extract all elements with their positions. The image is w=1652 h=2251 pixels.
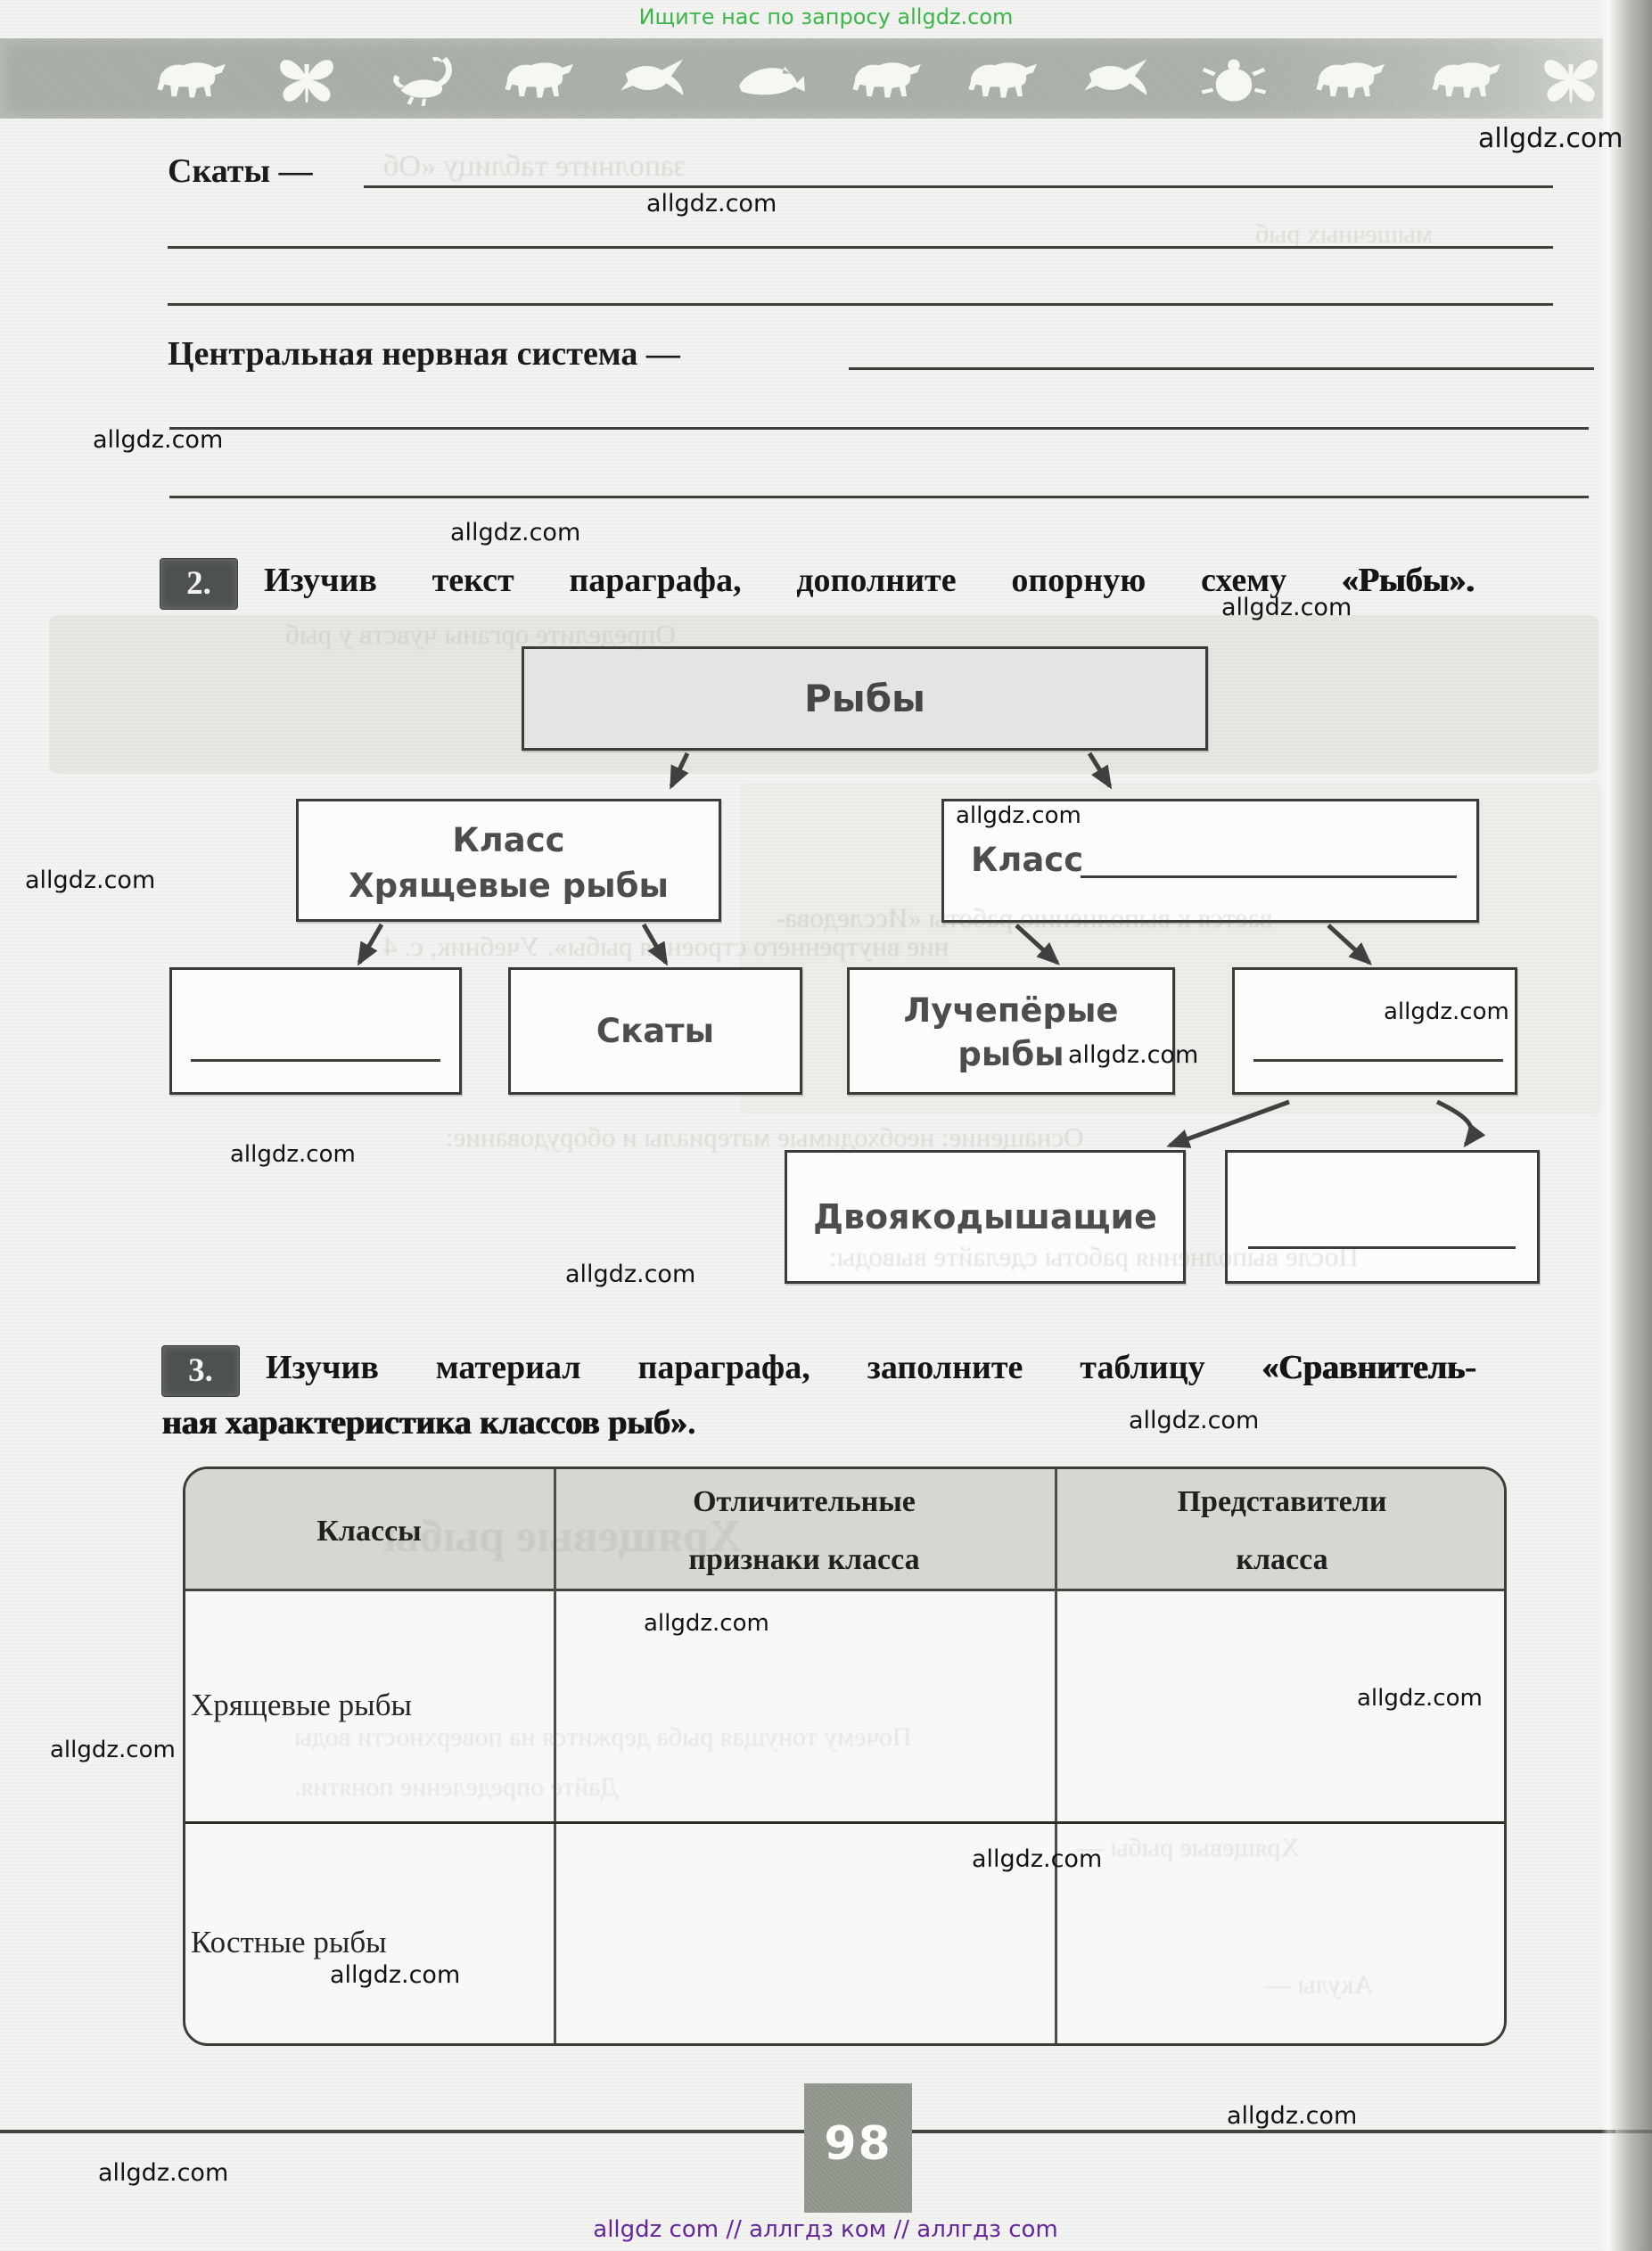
table-header-representatives-line2: класса — [1236, 1543, 1328, 1576]
answer-blank-line — [1248, 1246, 1516, 1249]
bleed-through-text: заполните таблицу «Об — [383, 150, 686, 183]
watermark-allgdz: allgdz.com — [25, 867, 156, 894]
task3-text-line2: ная характеристика классов рыб». — [162, 1403, 1054, 1442]
watermark-allgdz: allgdz.com — [1384, 998, 1509, 1025]
watermark-allgdz: allgdz.com — [1227, 2102, 1358, 2130]
schema-skaty-box: Скаты — [508, 967, 802, 1095]
answer-blank-line — [364, 185, 1553, 188]
table-header-row — [185, 1469, 1504, 1591]
schema-class-cartilaginous-line1: Класс — [452, 821, 565, 859]
animal-silhouette-band — [0, 38, 1603, 119]
footer-rule-edge — [1615, 2130, 1652, 2133]
schema-rayfinned-line2: рыбы — [958, 1034, 1064, 1073]
task3-text-line1: Изучив материал параграфа, заполните таб… — [266, 1348, 1476, 1387]
task2-number-badge: 2. — [160, 559, 237, 609]
watermark-allgdz: allgdz.com — [98, 2159, 229, 2187]
ibex-icon — [1427, 49, 1504, 108]
watermark-allgdz: allgdz.com — [646, 190, 777, 218]
task3-line2-bold: ная характеристика классов рыб» — [162, 1404, 688, 1442]
schema-empty-box-bottom — [1225, 1150, 1540, 1284]
watermark-allgdz: allgdz.com — [1129, 1407, 1260, 1434]
watermark-allgdz: allgdz.com — [450, 519, 581, 546]
task2-text-normal: Изучив текст параграфа, дополните опорну… — [264, 562, 1342, 599]
schema-class-cartilaginous-box: Класс Хрящевые рыбы — [296, 799, 721, 922]
beetle-icon — [1196, 49, 1272, 108]
task3-line2-tail: . — [687, 1404, 696, 1442]
definition-skaty-label: Скаты — — [168, 152, 313, 190]
answer-blank-line — [169, 427, 1589, 430]
answer-blank-line — [168, 246, 1553, 249]
page-edge-shadow — [1601, 0, 1652, 2251]
schema-lungfish-label: Двоякодышащие — [813, 1197, 1157, 1236]
watermark-allgdz: allgdz.com — [1068, 1041, 1199, 1069]
schema-empty-box-right — [1232, 967, 1517, 1095]
schema-class-cartilaginous-line2: Хрящевые рыбы — [349, 867, 669, 905]
task2-text: Изучив текст параграфа, дополните опорну… — [264, 561, 1475, 600]
answer-blank-line — [191, 1059, 440, 1062]
swallow-icon — [616, 49, 693, 108]
table-header-distinctive-line1: Отличительные — [693, 1485, 916, 1518]
promo-search-text: Ищите нас по запросу allgdz.com — [638, 4, 1014, 29]
butterfly-icon — [268, 49, 345, 108]
comparison-table: Классы Отличительные признаки класса Пре… — [183, 1466, 1507, 2046]
answer-blank-line — [168, 303, 1553, 306]
answer-blank-line — [1081, 875, 1457, 878]
deer-icon — [964, 49, 1040, 108]
schema-skaty-label: Скаты — [596, 1012, 715, 1050]
horse-icon — [500, 49, 577, 108]
schema-root-label: Рыбы — [803, 677, 926, 720]
watermark-allgdz: allgdz.com — [956, 802, 1081, 829]
watermark-allgdz: allgdz.com — [1221, 594, 1352, 621]
boar-icon — [1311, 49, 1388, 108]
fish-icon — [732, 49, 809, 108]
schema-empty-box-left — [169, 967, 462, 1095]
watermark-allgdz: allgdz.com — [330, 1961, 461, 1989]
schema-class-blank-box: Класс — [941, 799, 1479, 923]
task3-line1-bold: «Сравнитель- — [1262, 1349, 1477, 1386]
page-number: 98 — [824, 2116, 892, 2171]
table-row-bony-label: Костные рыбы — [191, 1925, 387, 1959]
watermark-allgdz: allgdz.com — [1478, 123, 1623, 154]
answer-blank-line — [169, 496, 1589, 498]
schema-lungfish-box: Двоякодышащие — [785, 1150, 1186, 1284]
crane-icon — [1080, 49, 1156, 108]
watermark-allgdz: allgdz.com — [93, 426, 224, 454]
bison-icon — [152, 49, 229, 108]
table-row-cartilaginous-label: Хрящевые рыбы — [191, 1688, 413, 1722]
definition-cns-label: Центральная нервная система — — [168, 335, 680, 373]
moth-icon — [1533, 49, 1609, 108]
schema-rayfinned-box: Лучепёрые рыбы — [847, 967, 1175, 1095]
schema-root-box: Рыбы — [522, 646, 1208, 751]
scorpion-icon — [384, 49, 461, 108]
table-column-divider — [1055, 1469, 1057, 2043]
watermark-allgdz: allgdz.com — [230, 1141, 356, 1168]
table-row-divider — [185, 1821, 1504, 1824]
page-number-tab: 98 — [804, 2083, 912, 2213]
schema-rayfinned-line1: Лучепёрые — [903, 990, 1119, 1030]
schema-class-blank-label: Класс — [971, 841, 1084, 879]
task3-line1-normal: Изучив материал параграфа, заполните таб… — [266, 1349, 1262, 1386]
task3-number-badge: 3. — [162, 1346, 239, 1396]
bleed-through-text: ние внутреннего строения рыбы». Учебник,… — [383, 931, 949, 962]
answer-blank-line — [849, 367, 1594, 370]
wildebeest-icon — [848, 49, 925, 108]
table-header-representatives-line1: Представители — [1177, 1485, 1387, 1518]
bleed-through-text: Оснащение: необходимые материалы и обору… — [446, 1121, 1084, 1153]
bleed-through-text: мышечных рыб — [1255, 219, 1434, 249]
table-header-distinctive-line2: признаки класса — [688, 1543, 920, 1576]
task2-text-bold: «Рыбы». — [1341, 562, 1475, 599]
watermark-allgdz: allgdz.com — [644, 1610, 769, 1637]
answer-blank-line — [1253, 1059, 1503, 1062]
watermark-allgdz: allgdz.com — [50, 1737, 176, 1763]
watermark-allgdz: allgdz.com — [1357, 1685, 1483, 1712]
table-column-divider — [554, 1469, 556, 2043]
watermark-allgdz: allgdz.com — [565, 1261, 696, 1288]
table-header-classes: Классы — [316, 1515, 422, 1548]
watermark-allgdz: allgdz.com — [972, 1845, 1103, 1873]
footer-promo-text: allgdz com // аллгдз ком // аллгдз com — [593, 2216, 1058, 2243]
